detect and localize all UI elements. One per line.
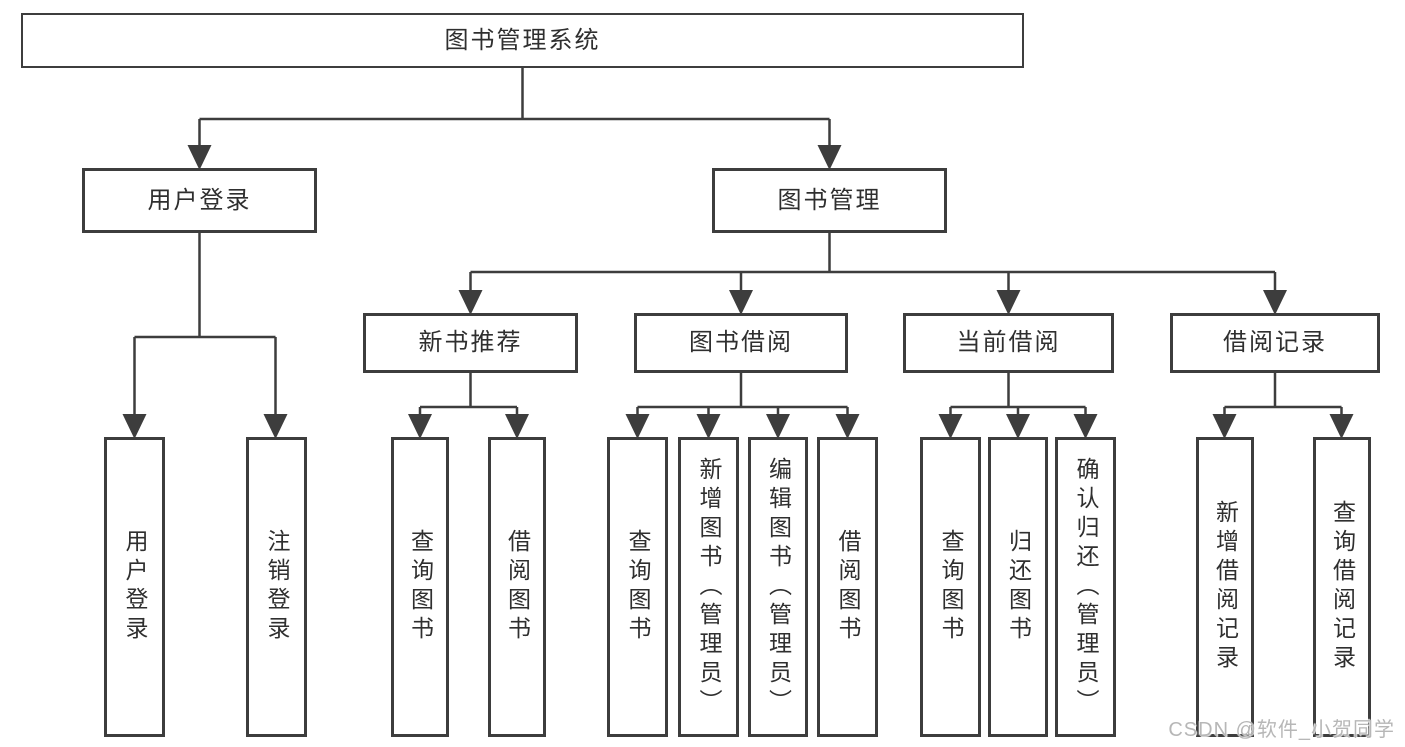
leaf-logout: 注销登录: [246, 437, 307, 737]
node-new-book-recommend: 新书推荐: [363, 313, 578, 373]
leaf-borrow-books-label: 借阅图书: [835, 529, 861, 645]
node-borrowing-records-label: 借阅记录: [1223, 329, 1327, 356]
node-user-login: 用户登录: [82, 168, 317, 233]
leaf-query-borrow-record-label: 查询借阅记录: [1329, 500, 1356, 674]
leaf-borrow-books-recommend-label: 借阅图书: [504, 529, 531, 645]
connector-borrowing-records-to-leaves: [1223, 373, 1343, 420]
node-borrowing-records: 借阅记录: [1170, 313, 1380, 373]
leaf-edit-book-admin-label: 编辑图书（管理员）: [765, 456, 792, 718]
node-new-book-recommend-label: 新书推荐: [418, 329, 523, 356]
leaf-user-login: 用户登录: [104, 437, 165, 737]
leaf-query-books-recommend: 查询图书: [391, 437, 449, 737]
leaf-add-book-admin-label: 新增图书（管理员）: [696, 456, 722, 718]
connector-new-book-recommend-to-leaves: [418, 373, 519, 420]
leaf-borrow-books-recommend: 借阅图书: [488, 437, 546, 737]
node-user-login-label: 用户登录: [147, 186, 252, 214]
leaf-query-books-recommend-label: 查询图书: [407, 529, 434, 645]
connector-book-borrowing-to-leaves: [636, 373, 849, 420]
connector-lines: [133, 66, 1343, 420]
leaf-add-borrow-record-label: 新增借阅记录: [1212, 500, 1239, 674]
node-book-borrowing-label: 图书借阅: [689, 329, 793, 356]
leaf-return-book-label: 归还图书: [1005, 529, 1032, 645]
leaf-query-books-current-label: 查询图书: [938, 529, 964, 645]
leaf-query-books-borrowing-label: 查询图书: [625, 529, 651, 645]
node-book-management: 图书管理: [712, 168, 947, 233]
leaf-return-book: 归还图书: [988, 437, 1048, 737]
leaf-logout-label: 注销登录: [264, 529, 290, 645]
leaf-add-book-admin: 新增图书（管理员）: [678, 437, 739, 737]
connector-user-login-to-leaves: [133, 233, 277, 420]
leaf-borrow-books: 借阅图书: [817, 437, 878, 737]
node-library-system: 图书管理系统: [21, 13, 1024, 68]
node-library-system-label: 图书管理系统: [444, 26, 601, 54]
node-current-borrowing-label: 当前借阅: [956, 329, 1061, 356]
leaf-confirm-return-admin-label: 确认归还（管理员）: [1073, 456, 1099, 718]
node-book-management-label: 图书管理: [777, 186, 882, 214]
connector-current-borrowing-to-leaves: [949, 373, 1087, 420]
leaf-add-borrow-record: 新增借阅记录: [1196, 437, 1254, 737]
node-current-borrowing: 当前借阅: [903, 313, 1114, 373]
csdn-watermark: CSDN @软件_小贺同学: [1168, 719, 1395, 741]
connector-root-to-level2: [198, 66, 831, 150]
leaf-query-books-current: 查询图书: [920, 437, 981, 737]
node-book-borrowing: 图书借阅: [634, 313, 848, 373]
leaf-confirm-return-admin: 确认归还（管理员）: [1055, 437, 1116, 737]
leaf-query-borrow-record: 查询借阅记录: [1313, 437, 1371, 737]
leaf-query-books-borrowing: 查询图书: [607, 437, 668, 737]
leaf-user-login-label: 用户登录: [122, 529, 148, 645]
connector-book-management-to-level3: [469, 233, 1277, 297]
leaf-edit-book-admin: 编辑图书（管理员）: [748, 437, 808, 737]
